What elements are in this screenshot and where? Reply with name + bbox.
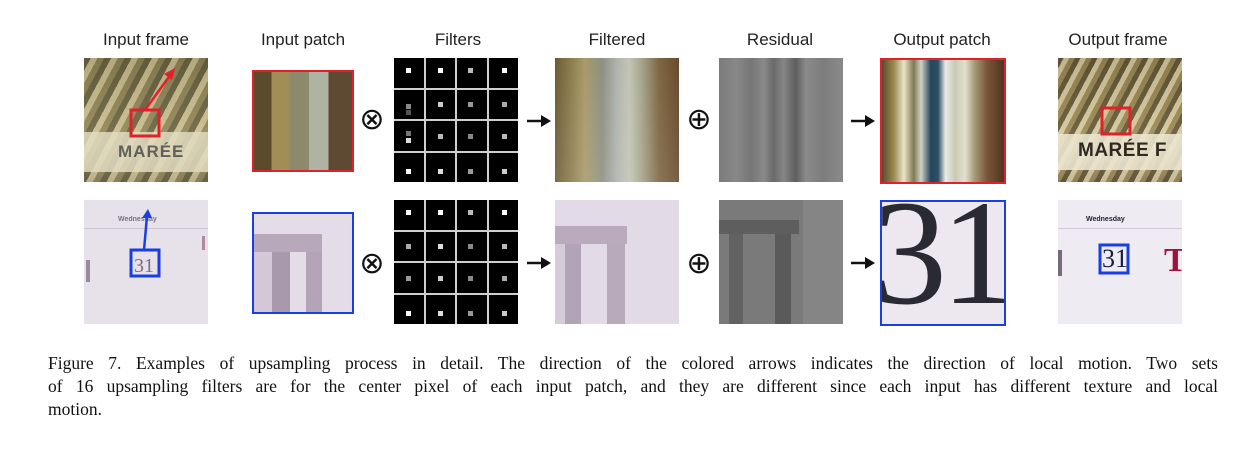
row1-input-frame: MARÉE [84, 58, 208, 182]
caption-line-2: of 16 upsampling filters are for the cen… [48, 376, 1218, 396]
label-filters: Filters [434, 30, 482, 49]
row2-input-frame: Wednesday 31 [84, 200, 208, 324]
row2-input-frame-mark [86, 260, 90, 282]
svg-text:31: 31 [134, 255, 154, 277]
convolve-operator-2: ⊗ [359, 246, 385, 281]
row1-output-patch [880, 58, 1006, 184]
row1-input-patch [252, 70, 354, 172]
row2-arrow-1-icon [527, 257, 551, 269]
label-output-frame: Output frame [1068, 30, 1168, 49]
figure-caption: Figure 7. Examples of upsampling process… [48, 352, 1218, 421]
row1-input-frame-sign-text: MARÉE [118, 142, 185, 161]
caption-line-1: Figure 7. Examples of upsampling process… [48, 353, 1218, 373]
row1-arrow-1-icon [527, 115, 551, 127]
row2-filters-grid [394, 200, 518, 324]
add-operator-1: ⊕ [686, 102, 712, 137]
row1-input-frame-sign [84, 132, 208, 172]
row2-output-frame-gridline [1058, 228, 1182, 229]
caption-line-3: motion. [48, 399, 102, 419]
row1-output-frame-sign [1058, 134, 1182, 170]
row2-input-frame-mark-right [202, 236, 205, 250]
row2-residual [719, 200, 843, 324]
row2-input-frame-header-text: Wednesday [118, 216, 157, 223]
row1-filtered [555, 58, 679, 182]
row2-output-patch: 31 [880, 200, 1006, 326]
row1-arrow-2-icon [851, 115, 875, 127]
row2-output-frame-glyph: 31 [1102, 244, 1128, 273]
label-output-patch: Output patch [893, 30, 991, 49]
row2-arrow-2-icon [851, 257, 875, 269]
row2-output-frame-header-text: Wednesday [1086, 216, 1125, 223]
label-input-patch: Input patch [260, 30, 346, 49]
row2-output-patch-glyph: 31 [880, 200, 1006, 326]
row1-filters-grid [394, 58, 518, 182]
row2-filtered [555, 200, 679, 324]
row1-output-frame-sign-text: MARÉE F [1078, 140, 1167, 161]
add-operator-2: ⊕ [686, 246, 712, 281]
label-input-frame: Input frame [103, 30, 189, 49]
row2-motion-arrow-icon: 31 [129, 209, 161, 278]
row1-output-frame: MARÉE F [1058, 58, 1182, 182]
row2-output-frame-side-glyph: T [1164, 242, 1182, 279]
row1-output-frame-box-icon [1100, 106, 1132, 136]
convolve-operator-1: ⊗ [359, 102, 385, 137]
row2-output-frame: Wednesday 31 T [1058, 200, 1182, 324]
row1-motion-arrow-icon [129, 68, 175, 138]
row2-output-frame-mark [1058, 250, 1062, 276]
row2-input-patch [252, 212, 354, 314]
label-residual: Residual [746, 30, 814, 49]
row1-residual [719, 58, 843, 182]
row2-output-frame-box-icon [1098, 243, 1130, 275]
label-filtered: Filtered [588, 30, 646, 49]
